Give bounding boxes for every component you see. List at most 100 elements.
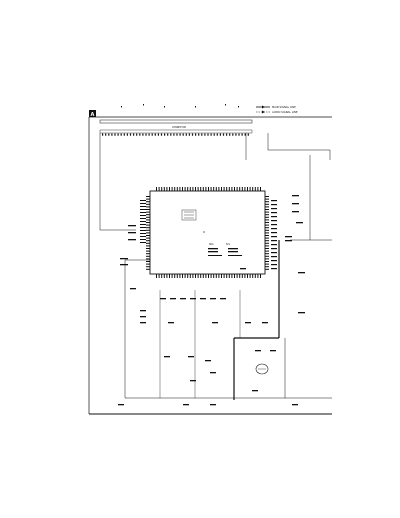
connector-pin — [133, 133, 135, 136]
connector-pin — [154, 133, 156, 136]
connector-pin — [244, 133, 246, 136]
ic-pin-bottom — [239, 274, 241, 278]
connector-pin — [105, 133, 107, 136]
resistor-array-pin — [140, 209, 146, 210]
ic-pin-bottom — [218, 274, 220, 278]
resistor-array-pin — [140, 212, 146, 213]
ic-pin-right — [265, 250, 269, 252]
ic-pin-right — [265, 255, 269, 257]
ic-pin-left — [146, 240, 150, 242]
ic-pin-right — [265, 258, 269, 260]
ic-pin-bottom — [210, 274, 212, 278]
resistor — [292, 203, 299, 205]
ic-pin-left — [146, 203, 150, 205]
crystal-block — [181, 209, 197, 221]
ic-pin-right — [265, 209, 269, 210]
connector-pin — [191, 133, 194, 136]
connector-pin — [114, 133, 116, 136]
ic-pin-top — [254, 187, 256, 191]
connector-pin — [108, 133, 110, 136]
resistor — [271, 248, 277, 250]
ic-pin-bottom — [197, 274, 199, 278]
ic-pin-top — [174, 187, 176, 191]
ic-pin-top — [187, 187, 189, 191]
upper-wiring — [99, 133, 332, 241]
legend: MAIN SIGNAL LINE AUDIO SIGNAL LINE — [256, 105, 298, 114]
resistor — [271, 244, 277, 246]
ic-pin-right — [265, 222, 269, 223]
ic-pin-left — [146, 219, 150, 221]
ic-pin-right — [265, 235, 269, 236]
resistor — [271, 240, 277, 242]
connector-pin — [201, 133, 203, 136]
connector-pin — [160, 133, 163, 136]
ic-pin-right — [265, 198, 269, 200]
component — [140, 316, 146, 318]
resistor — [271, 264, 277, 266]
component — [205, 360, 211, 362]
resistor — [296, 222, 303, 224]
ic-pin-right — [265, 201, 269, 203]
ic-pin-top — [257, 187, 259, 191]
ic-pin-top — [192, 187, 194, 191]
component — [292, 404, 298, 406]
ic-pin-right — [265, 242, 269, 244]
resistor — [271, 256, 277, 258]
connector-pin — [204, 133, 206, 136]
ic-pin-left — [146, 258, 150, 260]
ic-pin-top — [226, 187, 228, 191]
ic-pin-right — [265, 229, 269, 231]
resistor-array-pin — [140, 221, 146, 222]
ic-pin-right — [265, 227, 269, 229]
component — [212, 322, 218, 324]
ic-pin-left — [146, 198, 150, 200]
component — [170, 298, 176, 300]
ic-pin-left — [146, 227, 150, 229]
ic-pin-left — [146, 201, 150, 203]
connector-label: CONNECTOR — [172, 126, 186, 129]
connector-pin — [213, 133, 215, 136]
resistor — [271, 252, 277, 254]
ic-pin-top — [200, 187, 202, 191]
resistor-array-pin — [140, 203, 146, 204]
ic-pin-left — [146, 237, 150, 239]
component — [262, 322, 268, 324]
resistor-array-pin — [140, 242, 146, 243]
ic-pin-bottom — [208, 274, 209, 278]
ic-pin-bottom — [158, 274, 160, 278]
ic-pin-bottom — [228, 274, 230, 278]
resistor — [285, 236, 292, 238]
connector-pin — [232, 133, 234, 136]
component — [164, 356, 170, 358]
connector-pin — [102, 133, 104, 136]
ic-pin-bottom — [236, 274, 238, 278]
ic-pin-right — [265, 268, 269, 270]
ic-pin-right — [265, 248, 269, 249]
ic-pin-left — [146, 209, 150, 210]
connector-pin — [216, 133, 218, 136]
center-labels: SDA SCL — [208, 243, 242, 256]
resistor-array-pin — [140, 230, 146, 231]
ic-pin-right — [265, 203, 269, 205]
ic-pin-right — [265, 245, 269, 247]
connector-pin — [182, 133, 184, 136]
ic-pin-bottom — [249, 274, 251, 278]
resistor-array-pin — [140, 224, 146, 225]
ic-pin-top — [252, 187, 254, 191]
resistor — [292, 195, 299, 197]
component — [245, 322, 251, 324]
ic-pin-top — [249, 187, 251, 191]
ic-pin-bottom — [156, 274, 157, 278]
ic-pin-left — [146, 216, 150, 218]
connector-pin — [139, 133, 141, 136]
resistor — [120, 258, 128, 260]
component — [200, 298, 206, 300]
ic-pin-top — [247, 187, 248, 191]
resistor-array-pin — [140, 239, 146, 240]
ic-pin-right — [265, 261, 269, 262]
ic-pin-top — [228, 187, 230, 191]
connector-pin — [210, 133, 212, 136]
sheet-tag-text: A — [91, 112, 95, 118]
resistor — [298, 312, 305, 314]
